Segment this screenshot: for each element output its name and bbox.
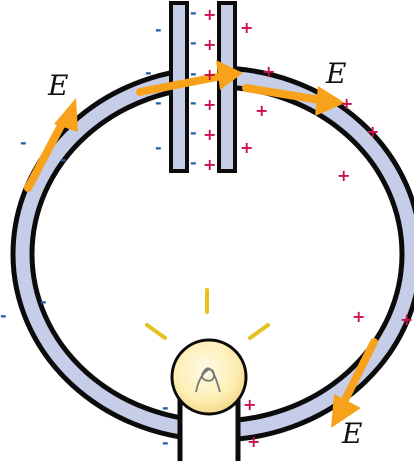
- wire-loop: [10, 65, 414, 443]
- negative-charge: -: [190, 93, 197, 112]
- positive-charge: +: [255, 101, 268, 120]
- negative-charge: -: [190, 33, 197, 52]
- positive-charge: +: [262, 62, 275, 81]
- negative-charge: -: [20, 133, 27, 152]
- positive-charge: +: [203, 95, 216, 114]
- positive-charge: +: [203, 65, 216, 84]
- negative-charge: -: [0, 306, 7, 325]
- positive-charge: +: [203, 125, 216, 144]
- negative-charge: -: [162, 433, 169, 452]
- bulb-filament-icon: [195, 367, 221, 393]
- negative-charge: -: [155, 93, 162, 112]
- positive-charge: +: [240, 18, 253, 37]
- positive-charge: +: [352, 307, 365, 326]
- negative-charge: -: [190, 153, 197, 172]
- bulb-glow-rays: [145, 288, 270, 340]
- field-label-bottom: E: [341, 417, 362, 450]
- field-label-left: E: [47, 69, 68, 102]
- positive-charge: +: [247, 432, 260, 451]
- negative-charge: -: [162, 398, 169, 417]
- positive-charge: +: [337, 166, 350, 185]
- negative-charge: -: [190, 3, 197, 22]
- negative-charge: -: [155, 20, 162, 39]
- positive-charge: +: [203, 35, 216, 54]
- positive-charge: +: [366, 122, 379, 141]
- field-label-right: E: [325, 57, 346, 90]
- negative-charges: - - - - - - - - - - - - - - - -: [0, 3, 197, 452]
- positive-charge: +: [400, 310, 413, 329]
- positive-charge: +: [203, 5, 216, 24]
- negative-charge: -: [190, 123, 197, 142]
- positive-charge: +: [240, 138, 253, 157]
- negative-charge: -: [155, 138, 162, 157]
- negative-charge: -: [190, 64, 197, 83]
- positive-charges: + + + + + + + + + + + + + + + + +: [203, 5, 413, 451]
- field-arrows: [24, 60, 378, 428]
- positive-charge: +: [203, 155, 216, 174]
- negative-charge: -: [145, 63, 152, 82]
- capacitor-plate-right: [217, 1, 237, 173]
- positive-charge: +: [340, 94, 353, 113]
- positive-charge: +: [243, 395, 256, 414]
- negative-charge: -: [60, 150, 67, 169]
- light-bulb-icon: [170, 338, 248, 416]
- negative-charge: -: [40, 292, 47, 311]
